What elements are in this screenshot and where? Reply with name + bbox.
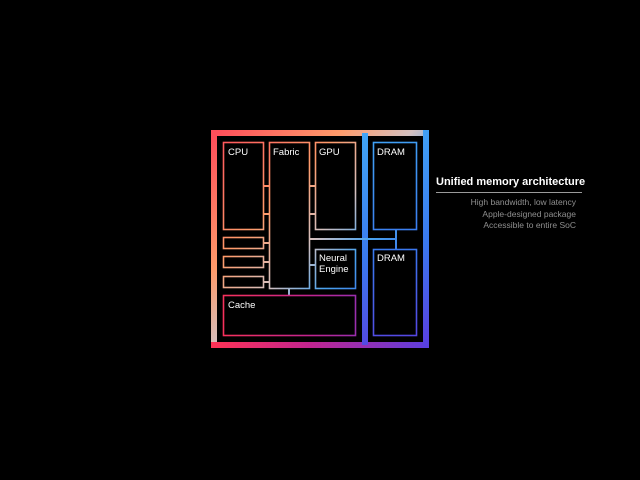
cache-block bbox=[222, 294, 357, 337]
gpu-label: GPU bbox=[319, 147, 340, 158]
side-panel: Unified memory architecture High bandwid… bbox=[436, 176, 585, 232]
dram-top-label: DRAM bbox=[377, 147, 405, 158]
feature-list: High bandwidth, low latency Apple-design… bbox=[436, 197, 582, 232]
gpu-block bbox=[314, 141, 357, 231]
cpu-label: CPU bbox=[228, 147, 248, 158]
feature-item: Apple-designed package bbox=[482, 208, 576, 219]
dram-block-bottom bbox=[372, 248, 418, 337]
feature-item: Accessible to entire SoC bbox=[483, 220, 576, 230]
small-unit-block bbox=[222, 275, 265, 289]
small-unit-block bbox=[222, 255, 265, 269]
cpu-block bbox=[222, 141, 265, 231]
neural-engine-label-line1: Neural bbox=[319, 253, 347, 264]
memory-frame-right bbox=[423, 130, 429, 348]
fabric-label: Fabric bbox=[273, 147, 300, 158]
feature-item: High bandwidth, low latency bbox=[470, 197, 576, 207]
dram-bottom-label: DRAM bbox=[377, 253, 405, 264]
soc-bottom-edge bbox=[211, 342, 429, 348]
cache-label: Cache bbox=[228, 300, 255, 311]
neural-engine-label-line2: Engine bbox=[319, 264, 349, 275]
neural-engine-label: Neural Engine bbox=[319, 253, 350, 275]
small-unit-block bbox=[222, 236, 265, 250]
dram-block-top bbox=[372, 141, 418, 231]
panel-title: Unified memory architecture bbox=[436, 176, 585, 193]
neural-engine-block bbox=[314, 248, 357, 290]
fabric-block bbox=[268, 141, 311, 290]
